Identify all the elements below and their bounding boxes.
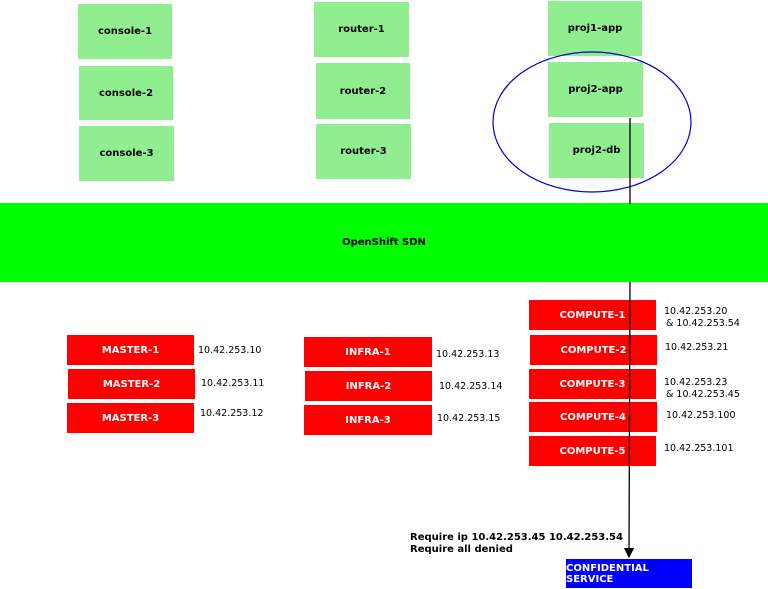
node-label: COMPUTE-2	[560, 344, 627, 356]
openshift-sdn-band: OpenShift SDN	[0, 203, 768, 282]
node-label: MASTER-3	[101, 412, 160, 424]
node-infra-2: INFRA-2	[305, 371, 432, 401]
pod-label: proj2-db	[572, 145, 621, 156]
access-rule-text: Require ip 10.42.253.45 10.42.253.54 Req…	[410, 532, 623, 556]
pod-router-2: router-2	[316, 63, 410, 119]
node-ip: 10.42.253.20 & 10.42.253.54	[664, 306, 740, 330]
node-ip: 10.42.253.14	[439, 381, 503, 392]
node-ip: 10.42.253.11	[201, 378, 265, 389]
pod-router-3: router-3	[316, 124, 411, 179]
node-label: COMPUTE-1	[559, 309, 626, 321]
node-compute-3: COMPUTE-3	[529, 369, 656, 399]
node-ip: 10.42.253.10	[198, 345, 262, 356]
node-compute-4: COMPUTE-4	[529, 402, 657, 432]
node-ip: 10.42.253.21	[665, 342, 729, 353]
node-ip-secondary: & 10.42.253.45	[666, 389, 740, 400]
node-master-1: MASTER-1	[67, 335, 194, 365]
node-label: MASTER-1	[101, 344, 160, 356]
pod-label: proj1-app	[567, 23, 623, 34]
node-ip: 10.42.253.13	[436, 349, 500, 360]
pod-label: router-1	[338, 24, 385, 35]
node-ip-primary: 10.42.253.20	[664, 306, 728, 317]
pod-proj1-app: proj1-app	[548, 1, 642, 56]
node-ip: 10.42.253.12	[200, 408, 264, 419]
service-label: CONFIDENTIAL SERVICE	[566, 562, 649, 585]
node-ip-secondary: & 10.42.253.54	[666, 318, 740, 329]
pod-label: router-3	[340, 146, 387, 157]
access-rule-line-2: Require all denied	[410, 544, 513, 555]
node-ip: 10.42.253.15	[437, 413, 501, 424]
node-ip: 10.42.253.23 & 10.42.253.45	[664, 377, 740, 401]
node-compute-1: COMPUTE-1	[529, 300, 656, 330]
pod-label: console-1	[97, 26, 153, 37]
node-label: COMPUTE-5	[559, 445, 626, 457]
pod-router-1: router-1	[314, 2, 409, 57]
node-infra-3: INFRA-3	[304, 405, 432, 435]
access-rule-line-1: Require ip 10.42.253.45 10.42.253.54	[410, 532, 623, 543]
sdn-label: OpenShift SDN	[342, 237, 426, 248]
node-ip-primary: 10.42.253.23	[664, 377, 728, 388]
pod-console-2: console-2	[79, 66, 173, 120]
node-label: INFRA-2	[345, 380, 392, 392]
node-label: INFRA-3	[345, 414, 391, 426]
node-label: MASTER-2	[102, 378, 161, 390]
node-master-2: MASTER-2	[68, 369, 195, 399]
node-ip: 10.42.253.100	[666, 410, 736, 421]
pod-label: console-2	[98, 87, 154, 99]
pod-label: router-2	[339, 85, 387, 97]
pod-label: console-3	[99, 148, 154, 159]
node-label: COMPUTE-3	[559, 378, 626, 390]
pod-proj2-db: proj2-db	[549, 123, 644, 178]
pod-proj2-app: proj2-app	[548, 62, 643, 117]
node-infra-1: INFRA-1	[304, 337, 432, 367]
node-compute-2: COMPUTE-2	[530, 335, 657, 365]
node-label: COMPUTE-4	[559, 411, 626, 423]
node-label: INFRA-1	[345, 346, 391, 358]
node-ip: 10.42.253.101	[664, 443, 734, 454]
pod-console-1: console-1	[78, 4, 172, 59]
pod-console-3: console-3	[79, 126, 174, 181]
node-compute-5: COMPUTE-5	[529, 436, 656, 466]
confidential-service: CONFIDENTIAL SERVICE	[566, 559, 692, 588]
pod-label: proj2-app	[568, 84, 623, 95]
node-master-3: MASTER-3	[67, 403, 194, 433]
